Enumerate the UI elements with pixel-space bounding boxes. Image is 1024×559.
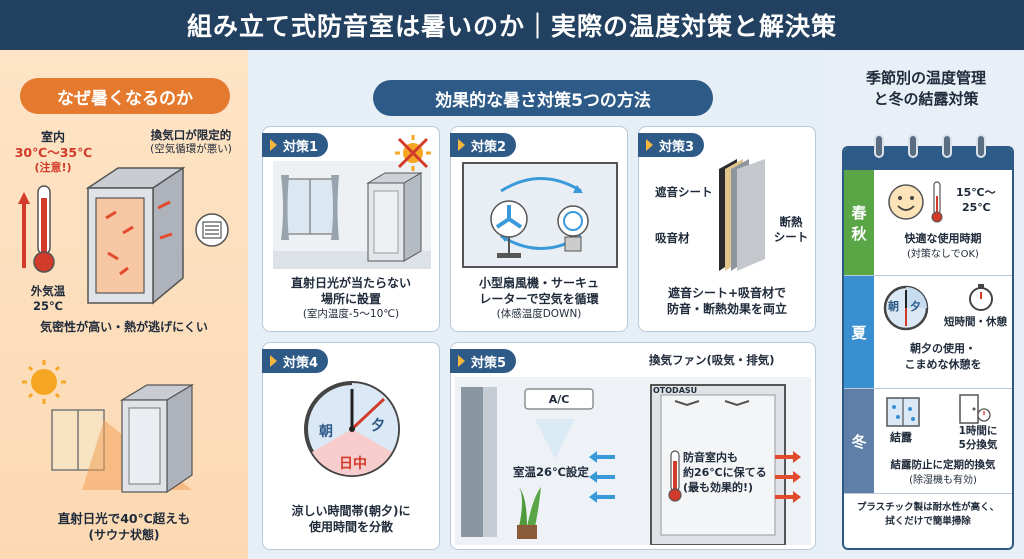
footer-note-1: プラスチック製は耐水性が高く、 (856, 502, 1000, 513)
winter-vent-1: 1時間に (958, 425, 998, 437)
clock-morning-label: 朝 (319, 424, 333, 440)
calendar-ring (908, 134, 918, 158)
indoor-label: 室内 (40, 130, 65, 144)
booth-temp-line-2: 約26℃に保てる (683, 466, 767, 479)
summer-section: 朝 夕 短時間・休憩 朝夕の使用・ こまめな休憩を (874, 276, 1012, 388)
booth-temp-line-1: 防音室内も (683, 451, 738, 464)
summer-morning-label: 朝 (888, 300, 899, 313)
measure-card-3: 対策3 遮音シート 吸音材 断熱 シート 遮音シート+吸音材で 防音・断熱効果を… (638, 126, 816, 332)
cause-panel: なぜ暑くなるのか 室内 30℃〜35℃ (注意!) 換気口が限定的 (空気循環が… (0, 50, 248, 559)
outdoor-label: 外気温 (30, 284, 66, 298)
measure-4-caption: 涼しい時間帯(朝夕)に 使用時間を分散 (291, 504, 411, 535)
room-shade-illustration (273, 161, 431, 269)
cause-heading: なぜ暑くなるのか (20, 78, 230, 114)
outdoor-temp: 25℃ (33, 299, 63, 313)
measure-3-caption: 遮音シート+吸音材で 防音・断熱効果を両立 (666, 286, 787, 317)
measures-heading: 効果的な暑さ対策5つの方法 (373, 80, 713, 116)
door-timer-icon (959, 394, 991, 424)
measure-tag-5: 対策5 (450, 349, 517, 373)
sun-note: 直射日光で40℃超えも (57, 511, 191, 526)
insulation-label-1: 断熱 (779, 215, 803, 229)
spring-autumn-section: 15℃〜 25℃ 快適な使用時期 (対策なしでOK) (874, 170, 1012, 275)
measure-tag-4: 対策4 (262, 349, 329, 373)
thermometer-icon-small (931, 181, 943, 223)
measure-card-2: 対策2 小型扇風機・サーキュ レーターで空気を循環 (体感温度DOWN) (450, 126, 628, 332)
measure-1-caption: 直射日光が当たらない 場所に設置 (室内温度-5〜10℃) (290, 276, 411, 321)
insulation-layers-icon (719, 159, 765, 271)
calendar-ring (874, 134, 884, 158)
no-sun-icon (395, 135, 431, 171)
ac-label: A/C (548, 393, 570, 406)
insulation-label-2: シート (773, 230, 809, 244)
clock-schedule-icon (304, 381, 400, 477)
measure-card-5: 対策5 A/C 室温26℃設定 換気ファン(吸気・排気) OTODASU 防音室… (450, 342, 816, 550)
indoor-temp: 30℃〜35℃ (14, 145, 93, 160)
booth-temp-line-3: (最も効果的!) (683, 481, 754, 494)
spring-temp-2: 25℃ (962, 201, 991, 214)
ventilation-fan-label: 換気ファン(吸気・排気) (649, 353, 775, 367)
clock-daytime-label: 日中 (339, 456, 367, 472)
brand-label: OTODASU (653, 386, 698, 395)
calendar-ring (942, 134, 952, 158)
spring-note-1: 快適な使用時期 (904, 232, 982, 245)
winter-note-2: (除湿機も有効) (909, 475, 977, 486)
winter-label: 冬 (844, 389, 874, 493)
clock-icon (883, 285, 929, 331)
measure-card-1: 対策1 直射日光が当たらない 場所に設置 (室内温度-5〜10℃) (262, 126, 440, 332)
indoor-warning: (注意!) (34, 161, 72, 174)
thermometer-icon (18, 185, 55, 273)
sun-booth-illustration (22, 360, 195, 494)
sound-sheet-label: 遮音シート (655, 185, 713, 199)
smile-icon (888, 184, 924, 220)
fan-circulation-illustration (462, 162, 618, 268)
summer-note-2: こまめな休憩を (904, 358, 982, 371)
ac-setting-note: 室温26℃設定 (513, 465, 589, 479)
sun-sub: (サウナ状態) (88, 528, 160, 542)
calendar-header (844, 148, 1012, 170)
summer-note-1: 朝夕の使用・ (910, 342, 976, 355)
spring-temp-1: 15℃〜 (956, 186, 996, 199)
winter-vent-2: 5分換気 (958, 439, 998, 451)
ac-booth-illustration (455, 377, 811, 545)
spring-note-2: (対策なしでOK) (907, 249, 979, 260)
vent-label: 換気口が限定的 (150, 128, 232, 142)
footer-note-2: 拭くだけで簡単掃除 (885, 516, 971, 527)
season-calendar: 春秋 15℃〜 25℃ 快適な使用時期 (対策なしでOK) 夏 (842, 146, 1014, 550)
winter-section: 結露 1時間に 5分換気 結露防止に定期的換気 (除湿機も有効) (874, 389, 1012, 493)
calendar-ring (976, 134, 986, 158)
measure-card-4: 対策4 朝 夕 日中 涼しい時間帯(朝夕)に 使用時間を分散 (262, 342, 440, 550)
condensation-label: 結露 (890, 431, 912, 444)
measure-tag-1: 対策1 (262, 133, 329, 157)
airtight-note: 気密性が高い・熱が逃げにくい (40, 320, 208, 334)
summer-timer-note: 短時間・休憩 (944, 316, 1007, 328)
booth-hot-icon (85, 166, 186, 305)
condensation-window-icon (886, 397, 920, 427)
summer-label: 夏 (844, 276, 874, 388)
stopwatch-icon (969, 284, 993, 311)
measure-tag-2: 対策2 (450, 133, 517, 157)
season-panel: 季節別の温度管理 と冬の結露対策 春秋 15℃〜 25℃ 快適な使用時期 (対策… (828, 50, 1024, 559)
measures-panel: 効果的な暑さ対策5つの方法 対策1 直射日光が当たらない 場所に設置 (室内温度… (248, 50, 828, 559)
page-title: 組み立て式防音室は暑いのか｜実際の温度対策と解決策 (0, 0, 1024, 50)
measure-2-caption: 小型扇風機・サーキュ レーターで空気を循環 (体感温度DOWN) (478, 276, 599, 321)
summer-evening-label: 夕 (910, 300, 921, 313)
spring-autumn-label: 春秋 (844, 170, 874, 275)
measure-tag-3: 対策3 (638, 133, 705, 157)
clock-evening-label: 夕 (371, 418, 385, 434)
vent-sub: (空気循環が悪い) (150, 143, 232, 155)
vent-icon (195, 213, 229, 247)
season-title: 季節別の温度管理 と冬の結露対策 (865, 69, 986, 108)
winter-note-1: 結露防止に定期的換気 (890, 459, 996, 471)
sound-absorber-label: 吸音材 (655, 231, 690, 245)
